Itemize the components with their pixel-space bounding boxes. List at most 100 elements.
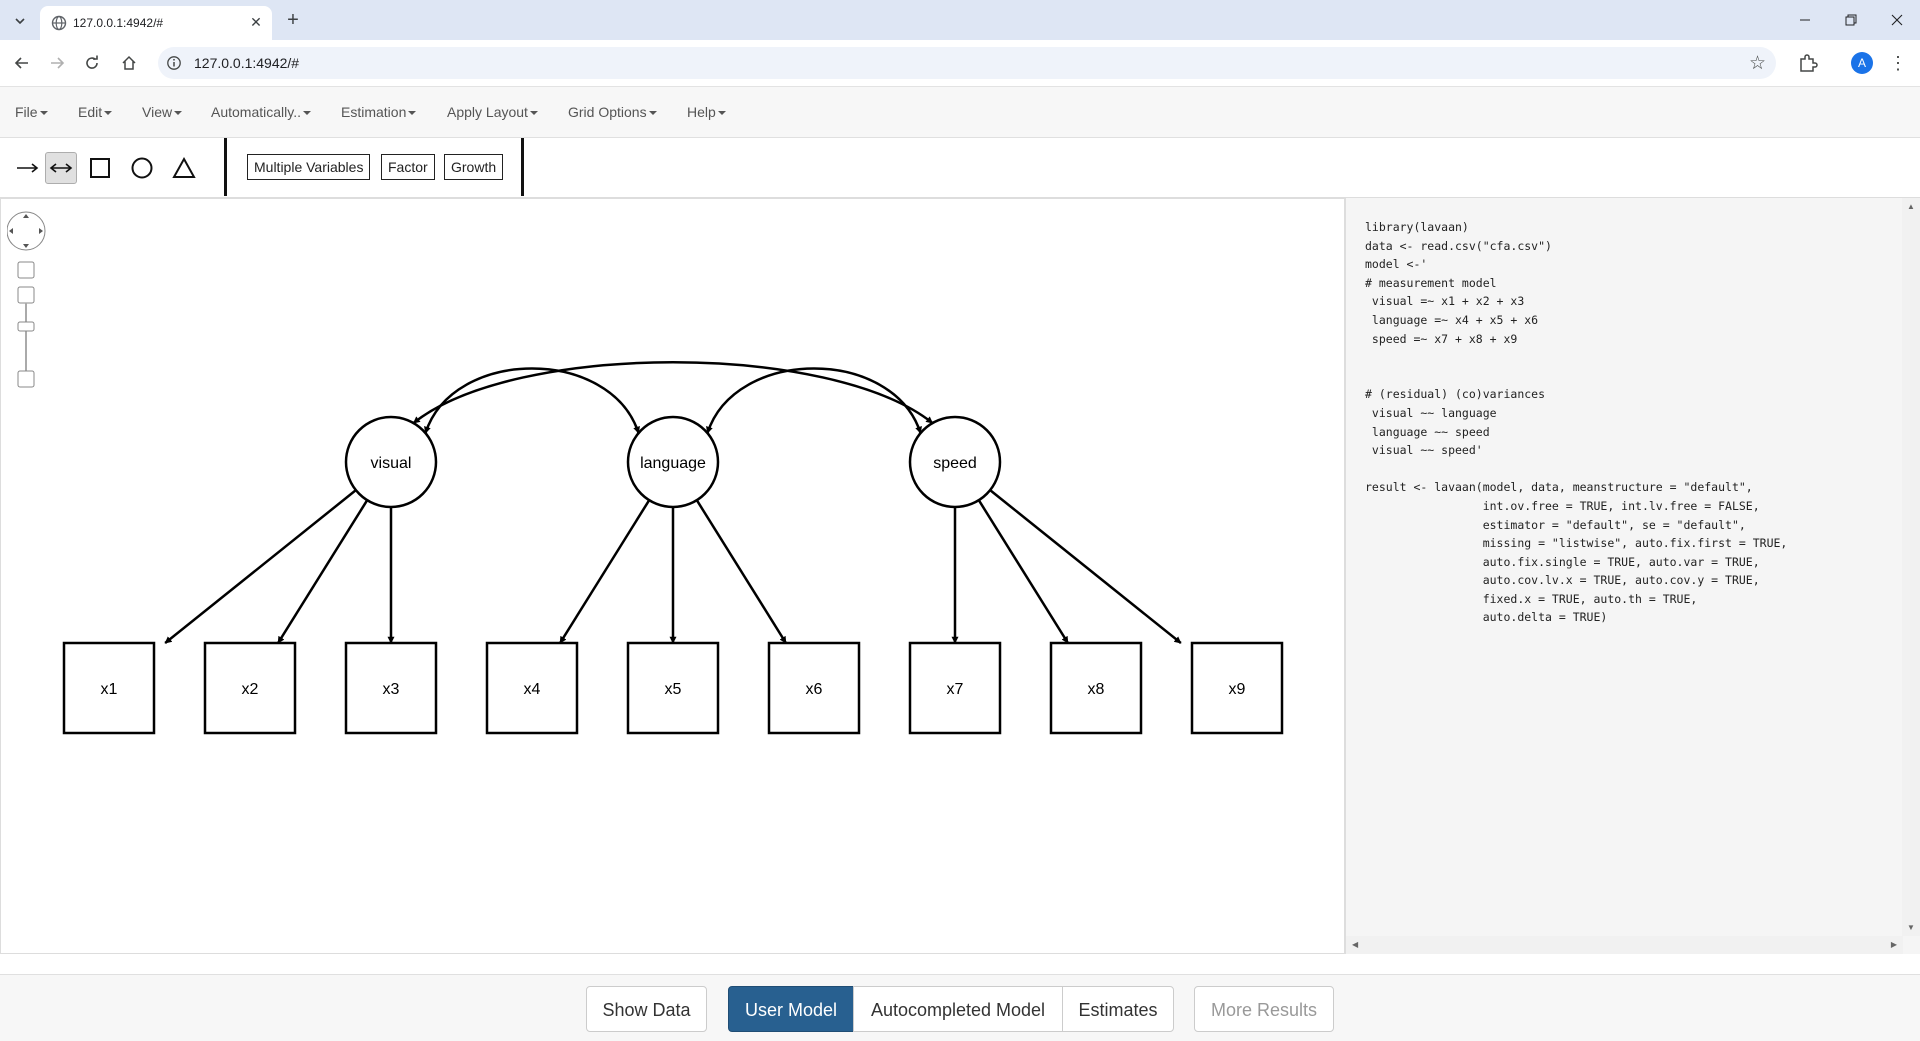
zoom-control[interactable]: [7, 207, 47, 397]
menu-apply-layout[interactable]: Apply Layout: [447, 87, 538, 137]
lavaan-code-panel[interactable]: library(lavaan) data <- read.csv("cfa.cs…: [1345, 198, 1920, 954]
latent-variable-node[interactable]: [344, 415, 438, 509]
profile-avatar[interactable]: A: [1851, 52, 1873, 74]
toolbar-divider: [224, 138, 227, 196]
code-line: data <- read.csv("cfa.csv"): [1365, 238, 1552, 253]
factor-button[interactable]: Factor: [381, 154, 435, 180]
menu-file[interactable]: File: [15, 87, 48, 137]
multiple-variables-button[interactable]: Multiple Variables: [247, 154, 371, 180]
double-arrow-icon: [49, 163, 73, 173]
latent-variable-label: speed: [933, 455, 977, 472]
horizontal-scrollbar[interactable]: ◀ ▶: [1346, 936, 1903, 954]
code-line: missing = "listwise", auto.fix.first = T…: [1365, 536, 1788, 551]
code-line: auto.fix.single = TRUE, auto.var = TRUE,: [1365, 554, 1760, 569]
scroll-down-icon[interactable]: ▼: [1907, 923, 1915, 932]
arrow-tool[interactable]: [11, 152, 43, 184]
observed-variable-node[interactable]: [767, 641, 861, 735]
observed-variable-node[interactable]: [203, 641, 297, 735]
new-tab-button[interactable]: +: [287, 8, 299, 31]
menu-estimation[interactable]: Estimation: [341, 87, 417, 137]
globe-icon: [51, 15, 67, 31]
covariance-tool[interactable]: [45, 152, 77, 184]
loading-arrow[interactable]: [164, 489, 357, 644]
more-results-button[interactable]: More Results: [1194, 986, 1334, 1032]
latent-variable-node[interactable]: [908, 415, 1002, 509]
menu-grid-options-label: Grid Options: [568, 104, 647, 120]
observed-variable-node[interactable]: [485, 641, 579, 735]
scroll-left-icon[interactable]: ◀: [1352, 940, 1359, 949]
observed-variable-node[interactable]: [1190, 641, 1284, 735]
latent-variable-node[interactable]: [626, 415, 720, 509]
triangle-icon: [172, 156, 196, 178]
extensions-button[interactable]: [1796, 51, 1820, 75]
zoom-slider-handle[interactable]: [17, 321, 35, 332]
loading-arrow[interactable]: [277, 499, 369, 644]
pan-control[interactable]: [7, 211, 46, 251]
loading-arrow[interactable]: [977, 499, 1069, 644]
tab-search-button[interactable]: [8, 9, 32, 33]
code-line: model <-': [1365, 257, 1428, 272]
forward-arrow-icon: [51, 57, 65, 69]
code-line: library(lavaan): [1365, 220, 1469, 234]
observed-variable-label: x4: [524, 681, 541, 698]
reload-icon: [86, 55, 98, 69]
bookmark-star-icon[interactable]: ☆: [1748, 53, 1766, 74]
loading-arrow[interactable]: [559, 499, 651, 644]
code-line: visual =~ x1 + x2 + x3: [1365, 294, 1525, 309]
triangle-tool[interactable]: [168, 152, 200, 184]
code-line: result <- lavaan(model, data, meanstruct…: [1365, 480, 1753, 495]
code-line: auto.delta = TRUE): [1365, 610, 1608, 625]
reload-button[interactable]: [80, 51, 104, 75]
loading-arrow[interactable]: [989, 489, 1182, 644]
covariance-arrow[interactable]: [412, 361, 934, 425]
browser-menu-icon[interactable]: ⋮: [1889, 52, 1907, 73]
scroll-up-icon[interactable]: ▲: [1907, 202, 1915, 211]
menu-help[interactable]: Help: [687, 87, 726, 137]
site-info-icon[interactable]: [166, 55, 182, 71]
user-model-button[interactable]: User Model: [728, 986, 854, 1032]
menu-grid-options[interactable]: Grid Options: [568, 87, 657, 137]
covariance-arrow[interactable]: [424, 367, 640, 434]
zoom-reset-button[interactable]: [17, 370, 35, 388]
vertical-scrollbar[interactable]: ▲ ▼: [1902, 198, 1920, 936]
restore-button[interactable]: [1828, 0, 1874, 40]
minimize-button[interactable]: [1782, 0, 1828, 40]
puzzle-icon: [1800, 54, 1818, 72]
estimates-button[interactable]: Estimates: [1062, 986, 1174, 1032]
scroll-right-icon[interactable]: ▶: [1890, 940, 1897, 949]
home-button[interactable]: [117, 51, 141, 75]
close-window-button[interactable]: [1874, 0, 1920, 40]
observed-variable-label: x8: [1088, 681, 1105, 698]
show-data-button[interactable]: Show Data: [586, 986, 707, 1032]
covariance-arrow[interactable]: [706, 367, 922, 434]
close-tab-icon[interactable]: ✕: [250, 13, 262, 30]
observed-variable-node[interactable]: [1049, 641, 1143, 735]
browser-tab[interactable]: 127.0.0.1:4942/# ✕: [40, 6, 272, 40]
growth-button[interactable]: Growth: [444, 154, 504, 180]
address-bar[interactable]: 127.0.0.1:4942/# ☆: [158, 47, 1776, 79]
browser-toolbar: 127.0.0.1:4942/# ☆ A ⋮: [0, 40, 1920, 87]
menu-automatically[interactable]: Automatically..: [211, 87, 311, 137]
menu-help-label: Help: [687, 104, 716, 120]
autocompleted-model-button[interactable]: Autocompleted Model: [853, 986, 1063, 1032]
loading-arrow[interactable]: [695, 499, 787, 644]
code-line: visual ~~ language: [1365, 405, 1497, 420]
circle-tool[interactable]: [126, 152, 158, 184]
square-tool[interactable]: [84, 152, 116, 184]
observed-variable-node[interactable]: [344, 641, 438, 735]
observed-variable-label: x6: [806, 681, 823, 698]
back-button[interactable]: [10, 51, 34, 75]
zoom-in-button[interactable]: [17, 261, 35, 279]
latent-variable-label: language: [640, 455, 706, 472]
observed-variable-node[interactable]: [62, 641, 156, 735]
observed-variable-node[interactable]: [626, 641, 720, 735]
observed-variable-label: x2: [242, 681, 259, 698]
code-line: # (residual) (co)variances: [1365, 387, 1546, 402]
forward-button[interactable]: [45, 51, 69, 75]
observed-variable-node[interactable]: [908, 641, 1002, 735]
menu-view[interactable]: View: [142, 87, 183, 137]
lavaan-syntax[interactable]: library(lavaan) data <- read.csv("cfa.cs…: [1365, 218, 1787, 627]
menu-edit[interactable]: Edit: [78, 87, 113, 137]
